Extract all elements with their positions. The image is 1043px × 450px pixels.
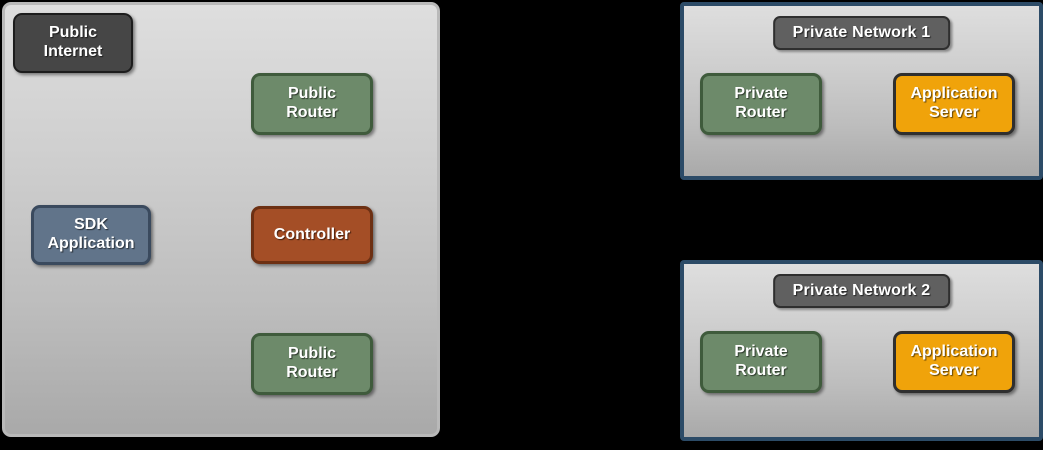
node-application-server-1[interactable]: Application Server xyxy=(893,73,1015,135)
zone-public-internet-region: Public Internet Public Router SDK Applic… xyxy=(2,2,440,437)
node-private-router-1-label: Private Router xyxy=(734,85,788,121)
node-sdk-application-label: SDK Application xyxy=(47,216,135,252)
node-public-router-top-label: Public Router xyxy=(286,85,338,121)
node-private-router-1[interactable]: Private Router xyxy=(700,73,822,135)
node-public-internet[interactable]: Public Internet xyxy=(13,13,133,73)
zone-private-network-2-title: Private Network 2 xyxy=(772,274,951,308)
node-sdk-application[interactable]: SDK Application xyxy=(31,205,151,265)
node-controller[interactable]: Controller xyxy=(251,206,373,264)
zone-private-network-1-title: Private Network 1 xyxy=(772,16,951,50)
zone-private-network-2: Private Network 2 Private Router Applica… xyxy=(680,260,1043,441)
node-application-server-2[interactable]: Application Server xyxy=(893,331,1015,393)
node-application-server-2-label: Application Server xyxy=(910,343,998,379)
node-private-router-2[interactable]: Private Router xyxy=(700,331,822,393)
node-application-server-1-label: Application Server xyxy=(910,85,998,121)
node-controller-label: Controller xyxy=(273,225,351,243)
zone-private-network-1: Private Network 1 Private Router Applica… xyxy=(680,2,1043,180)
node-public-router-top[interactable]: Public Router xyxy=(251,73,373,135)
node-private-router-2-label: Private Router xyxy=(734,343,788,379)
node-public-router-bottom-label: Public Router xyxy=(286,345,338,381)
node-public-internet-label: Public Internet xyxy=(43,24,103,60)
node-public-router-bottom[interactable]: Public Router xyxy=(251,333,373,395)
